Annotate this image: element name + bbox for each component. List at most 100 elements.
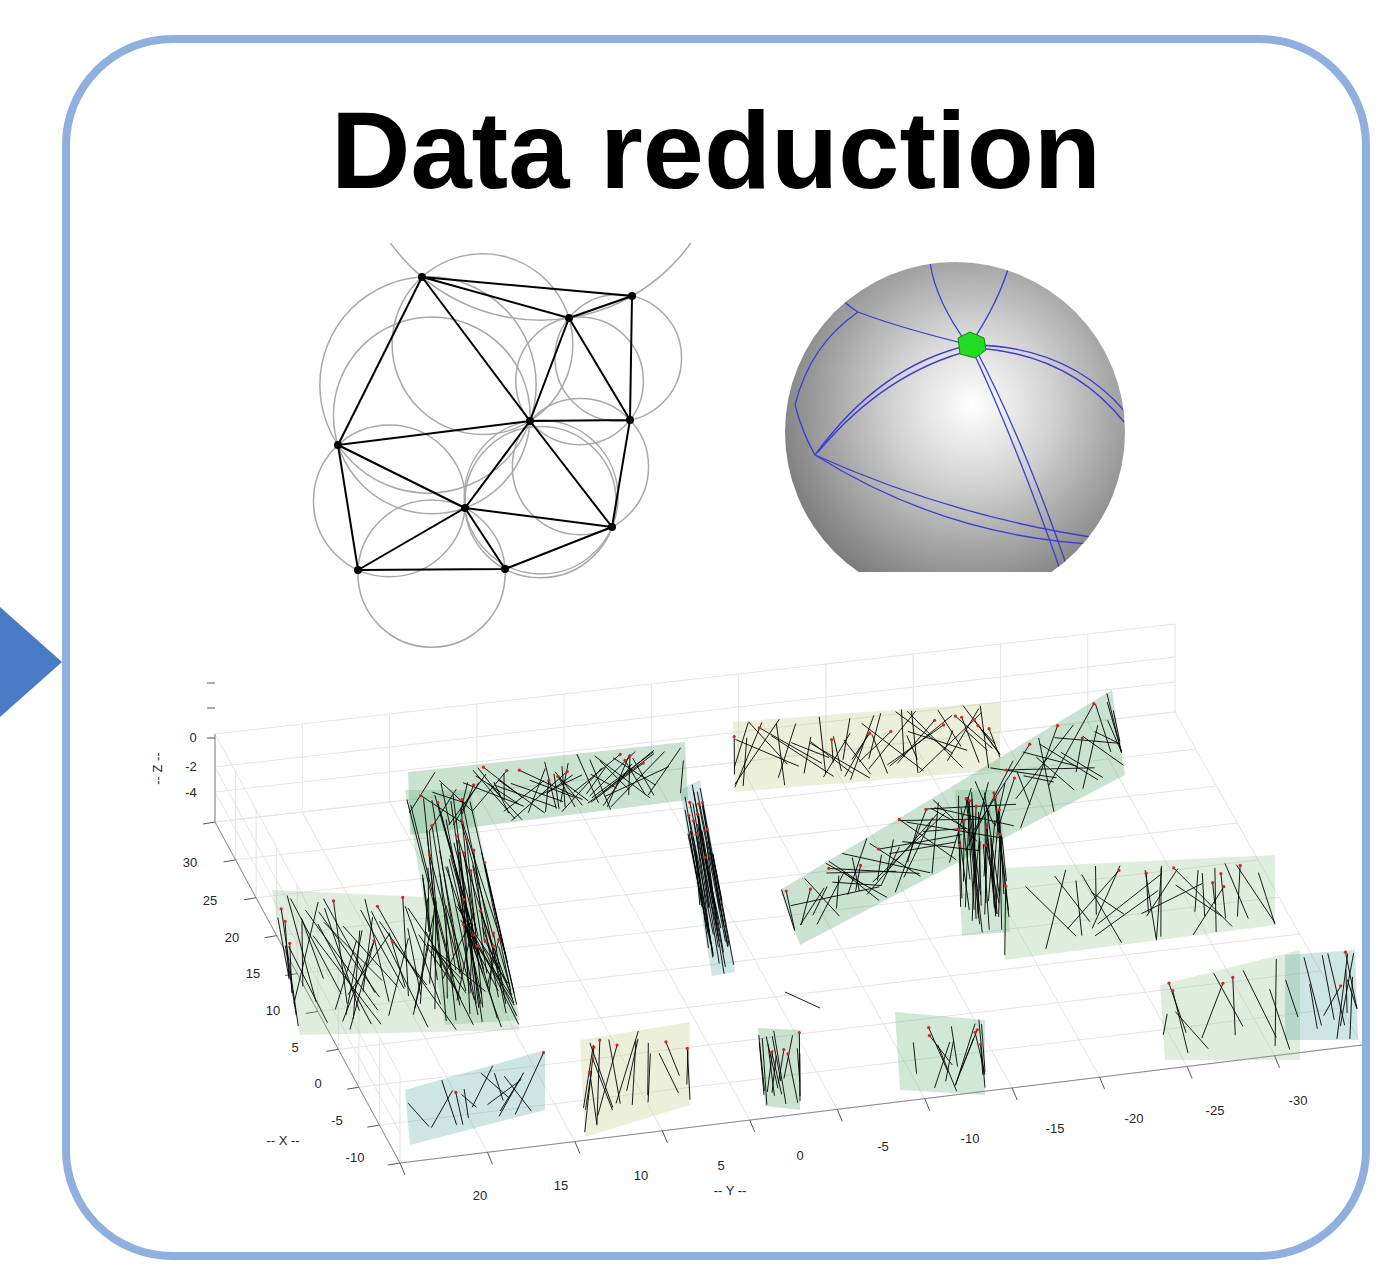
- line-segment: [590, 1072, 597, 1126]
- axis-label: -- X --: [266, 1134, 299, 1147]
- line-segment: [932, 802, 938, 873]
- line-segment: [528, 768, 545, 812]
- line-segment: [1147, 869, 1178, 916]
- line-segment: [991, 838, 995, 908]
- plane-patch: [405, 1050, 545, 1145]
- line-segment: [1173, 991, 1188, 1053]
- line-segment: [983, 799, 995, 917]
- line-segment: [913, 1042, 916, 1073]
- line-segment: [1095, 891, 1158, 936]
- line-segment: [759, 728, 822, 764]
- point-dot: [705, 828, 708, 831]
- plane-patch: [680, 780, 735, 976]
- point-dot: [827, 867, 830, 870]
- vertex-dot: [565, 314, 573, 322]
- line-segment: [1076, 881, 1082, 936]
- line-segment: [956, 1024, 976, 1085]
- line-segment: [923, 828, 966, 831]
- line-segment: [472, 1066, 492, 1107]
- line-segment: [443, 913, 475, 979]
- line-segment: [574, 754, 621, 792]
- tick-label: 25: [203, 894, 217, 907]
- point-dot: [436, 801, 439, 804]
- axis-label: -- Y --: [714, 1184, 747, 1197]
- point-dot: [976, 724, 979, 727]
- line-segment: [692, 785, 725, 967]
- line-segment: [1233, 977, 1236, 1035]
- line-segment: [819, 717, 825, 774]
- vertex-dot: [501, 565, 509, 573]
- line-segment: [1193, 887, 1224, 935]
- line-segment: [978, 841, 980, 914]
- vertex-dot: [461, 504, 469, 512]
- line-segment: [1236, 865, 1275, 923]
- line-segment: [749, 722, 788, 764]
- line-segment: [845, 731, 870, 776]
- line-segment: [561, 763, 569, 802]
- line-segment: [1225, 863, 1248, 918]
- plane-patch: [1285, 950, 1358, 1040]
- line-segment: [446, 905, 475, 1000]
- vertex-dot: [526, 417, 534, 425]
- point-dot: [785, 889, 788, 892]
- line-segment: [625, 760, 646, 795]
- line-segment: [1221, 874, 1226, 919]
- line-segment: [768, 1044, 774, 1096]
- line-segment: [633, 758, 654, 795]
- tick-label: 30: [183, 856, 197, 869]
- line-segment: [545, 780, 548, 812]
- line-segment: [294, 902, 318, 1004]
- line-segment: [1346, 969, 1347, 1013]
- grid-line: [389, 714, 390, 802]
- point-dot: [1167, 982, 1170, 985]
- point-dot: [1005, 768, 1008, 771]
- line-segment: [1054, 738, 1120, 744]
- point-dot: [957, 828, 960, 831]
- line-segment: [972, 792, 979, 918]
- sphere-arcs: [795, 262, 1140, 572]
- sphere-illustration: [785, 262, 1140, 572]
- line-segment: [899, 819, 956, 859]
- line-segment: [519, 770, 582, 799]
- tick-label: -10: [961, 1132, 980, 1145]
- tick-mark: [925, 1099, 930, 1111]
- line-segment: [934, 808, 1013, 826]
- line-segment: [1163, 1014, 1167, 1035]
- point-dot: [372, 939, 375, 942]
- line-segment: [448, 867, 478, 1015]
- point-dot: [628, 754, 631, 757]
- point-dot: [280, 907, 283, 910]
- circumcircle: [333, 317, 530, 514]
- line-segment: [1286, 980, 1298, 1017]
- point-dot: [428, 854, 431, 857]
- line-segment: [1113, 710, 1120, 742]
- point-dot: [505, 769, 508, 772]
- line-segment: [1202, 873, 1204, 916]
- line-segment: [1092, 866, 1120, 929]
- line-segment: [464, 1089, 468, 1118]
- line-segment: [629, 756, 630, 796]
- tick-label: -5: [877, 1140, 889, 1153]
- line-segment: [978, 726, 995, 744]
- line-segment: [1156, 866, 1161, 940]
- line-segment: [462, 1095, 477, 1108]
- vertex-dot: [354, 566, 362, 574]
- line-segment: [743, 738, 747, 786]
- line-segment: [994, 793, 1009, 917]
- plane-patch: [580, 1022, 690, 1137]
- line-segment: [944, 731, 952, 751]
- point-dot: [976, 1028, 979, 1031]
- line-segment: [791, 743, 829, 758]
- panel-title: Data reduction: [331, 95, 1101, 205]
- point-dot: [598, 1038, 601, 1041]
- line-segment: [432, 800, 460, 974]
- grid-line: [256, 810, 257, 898]
- line-segment: [713, 854, 722, 901]
- line-segment: [1337, 954, 1348, 1039]
- line-segment: [1068, 870, 1119, 928]
- grid-line: [1175, 624, 1176, 712]
- point-dot: [696, 813, 699, 816]
- tick-label: -20: [1125, 1112, 1144, 1125]
- line-segment: [851, 715, 874, 779]
- point-dot: [623, 759, 626, 762]
